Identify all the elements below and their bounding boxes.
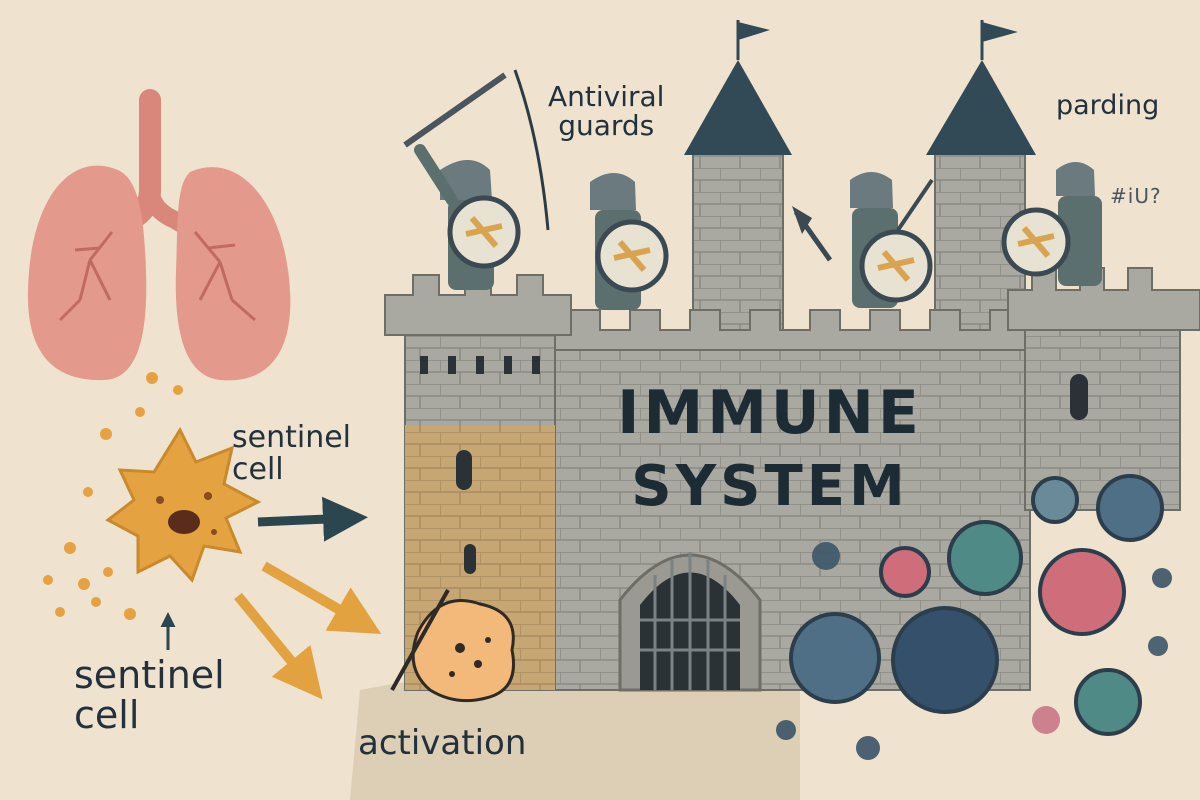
castle-title-line1: IMMUNE <box>617 378 923 448</box>
label-antiviral-guards: Antiviral guards <box>548 82 664 141</box>
guard-3 <box>792 172 934 308</box>
label-sentinel-cell-top: sentinel cell <box>232 422 351 485</box>
label-sentinel-top-line1: sentinel <box>232 420 352 455</box>
label-sentinel-top-line2: cell <box>232 451 284 487</box>
label-sentinel-bottom-line2: cell <box>74 692 140 737</box>
label-sentinel-bottom-line1: sentinel <box>74 653 225 697</box>
guard-1 <box>403 72 521 290</box>
arrow-to-castle <box>257 496 368 542</box>
label-activation: activation <box>358 723 527 763</box>
label-scribble: #iU? <box>1110 184 1162 208</box>
castle-gate <box>618 552 762 692</box>
castle-ground <box>350 670 800 800</box>
virus <box>789 474 1164 736</box>
guard-4 <box>1001 162 1102 286</box>
sentinel-cell <box>105 426 262 583</box>
label-parding: parding <box>1056 90 1160 121</box>
arrows-to-activation <box>234 561 382 700</box>
label-guards-line2: guards <box>558 109 655 143</box>
label-guards-line1: Antiviral <box>548 80 665 113</box>
lungs <box>27 89 291 381</box>
label-sentinel-cell-bottom: sentinel cell <box>74 653 225 737</box>
sentinel-particles <box>43 372 183 620</box>
virus-swarm <box>776 474 1172 760</box>
activated-cell <box>390 589 515 703</box>
castle-right-tower <box>1007 267 1200 511</box>
guard-2 <box>513 69 669 310</box>
castle-title-line2: SYSTEM <box>631 454 909 519</box>
